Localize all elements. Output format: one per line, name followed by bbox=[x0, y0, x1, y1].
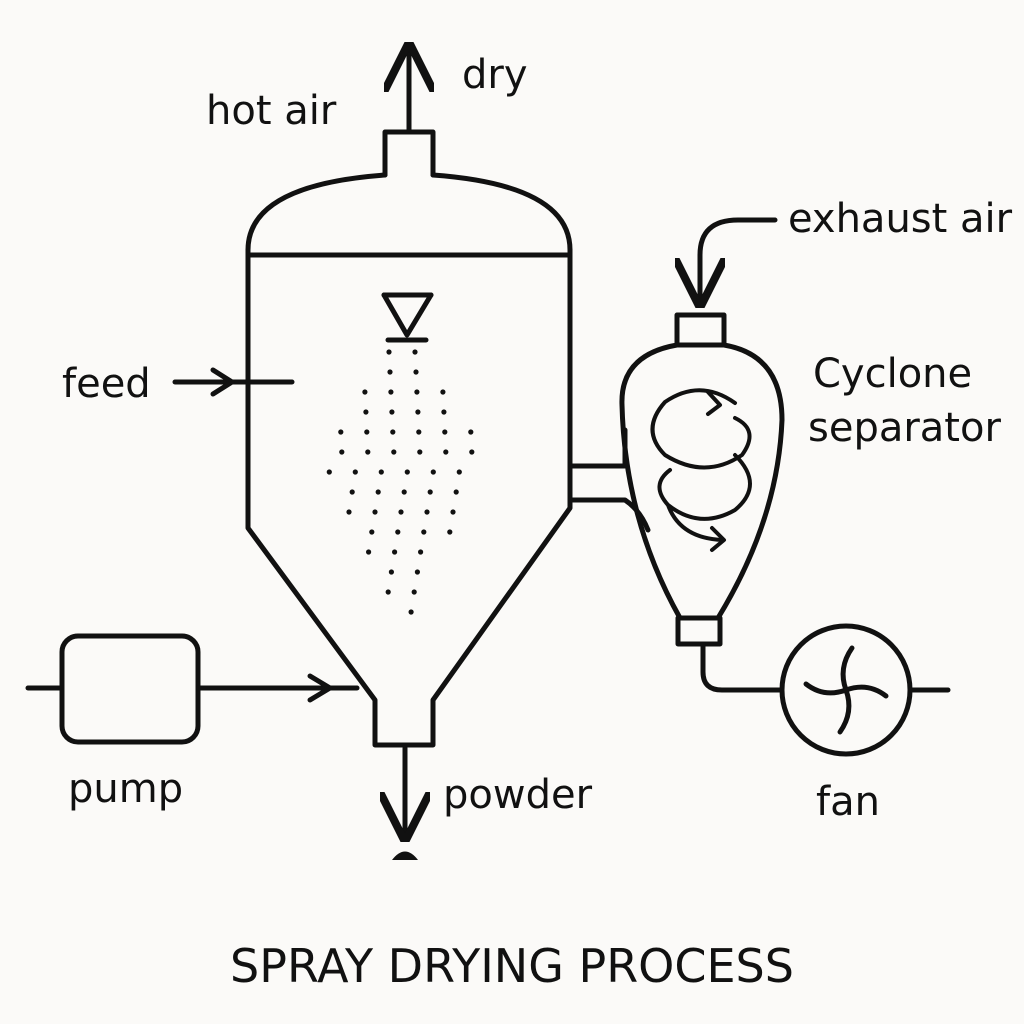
spray-droplet bbox=[411, 589, 417, 595]
spray-droplet bbox=[392, 549, 398, 555]
spray-droplet bbox=[372, 509, 378, 515]
exhaust-air-arrow bbox=[700, 217, 778, 298]
hot-air-label: hot air bbox=[206, 88, 337, 134]
spray-droplet bbox=[386, 349, 392, 355]
cyclone-to-fan-line bbox=[700, 641, 783, 693]
cyclone-label-line2: separator bbox=[808, 405, 1001, 451]
drying-chamber bbox=[245, 129, 573, 748]
spray-droplet bbox=[443, 449, 449, 455]
diagram-title: SPRAY DRYING PROCESS bbox=[230, 939, 794, 993]
spray-droplet bbox=[338, 429, 344, 435]
powder-label: powder bbox=[443, 772, 593, 818]
spray-droplet bbox=[414, 569, 420, 575]
pump-outlet-arrowhead bbox=[307, 673, 333, 703]
pump-box bbox=[59, 633, 201, 745]
spray-droplet bbox=[453, 489, 459, 495]
chamber-body bbox=[245, 247, 573, 748]
spray-droplet bbox=[388, 389, 394, 395]
chamber-top-outlet bbox=[382, 129, 436, 178]
spray-droplet bbox=[441, 409, 447, 415]
spray-droplet bbox=[414, 389, 420, 395]
cyclone-label-line1: Cyclone bbox=[813, 351, 972, 397]
feed-arrowhead bbox=[210, 367, 235, 397]
spray-droplet bbox=[339, 449, 345, 455]
spray-droplet bbox=[398, 509, 404, 515]
spray-droplet bbox=[369, 529, 375, 535]
spray-droplet bbox=[387, 369, 393, 375]
spray-droplet bbox=[362, 389, 368, 395]
spray-droplet bbox=[469, 449, 475, 455]
spray-droplet bbox=[366, 549, 372, 555]
spray-droplet bbox=[468, 429, 474, 435]
spray-droplet bbox=[418, 549, 424, 555]
spray-droplet bbox=[378, 469, 384, 475]
spray-droplet bbox=[450, 509, 456, 515]
spray-droplet bbox=[352, 469, 358, 475]
pump-label: pump bbox=[68, 766, 183, 812]
fan-blades-icon bbox=[803, 645, 889, 735]
chamber-dome bbox=[245, 172, 573, 253]
spray-droplet bbox=[421, 529, 427, 535]
spray-droplet bbox=[346, 509, 352, 515]
exhaust-air-label: exhaust air bbox=[788, 196, 1013, 242]
spray-droplet bbox=[326, 469, 332, 475]
spray-droplet bbox=[412, 349, 418, 355]
spray-droplet bbox=[424, 509, 430, 515]
spray-droplets bbox=[326, 349, 475, 615]
cyclone-bottom-outlet bbox=[675, 615, 723, 647]
spray-droplet bbox=[364, 429, 370, 435]
spray-droplet bbox=[388, 569, 394, 575]
spray-droplet bbox=[395, 529, 401, 535]
spray-droplet bbox=[417, 449, 423, 455]
duct-upper bbox=[567, 427, 628, 469]
spray-droplet bbox=[456, 469, 462, 475]
spray-droplet bbox=[427, 489, 433, 495]
spray-droplet bbox=[391, 449, 397, 455]
spray-droplet bbox=[442, 429, 448, 435]
spray-droplet bbox=[404, 469, 410, 475]
swirl-arrow-icon bbox=[650, 388, 752, 552]
spray-droplet bbox=[365, 449, 371, 455]
spray-droplet bbox=[401, 489, 407, 495]
spray-droplet bbox=[416, 429, 422, 435]
spray-droplet bbox=[389, 409, 395, 415]
dry-label: dry bbox=[462, 52, 528, 98]
spray-droplet bbox=[375, 489, 381, 495]
cyclone-body bbox=[619, 342, 785, 621]
spray-droplet bbox=[390, 429, 396, 435]
spray-droplet bbox=[408, 609, 414, 615]
spray-droplet bbox=[349, 489, 355, 495]
spray-droplet bbox=[385, 589, 391, 595]
spray-droplet bbox=[447, 529, 453, 535]
collection-cup bbox=[392, 851, 418, 860]
spray-droplet bbox=[413, 369, 419, 375]
feed-label: feed bbox=[62, 361, 151, 407]
spray-droplet bbox=[415, 409, 421, 415]
cyclone-separator bbox=[619, 312, 785, 647]
fan-label: fan bbox=[816, 779, 880, 825]
spray-droplet bbox=[363, 409, 369, 415]
spray-droplet bbox=[440, 389, 446, 395]
spray-droplet bbox=[430, 469, 436, 475]
cyclone-top-outlet bbox=[674, 312, 727, 348]
nozzle-triangle-icon bbox=[381, 292, 434, 343]
